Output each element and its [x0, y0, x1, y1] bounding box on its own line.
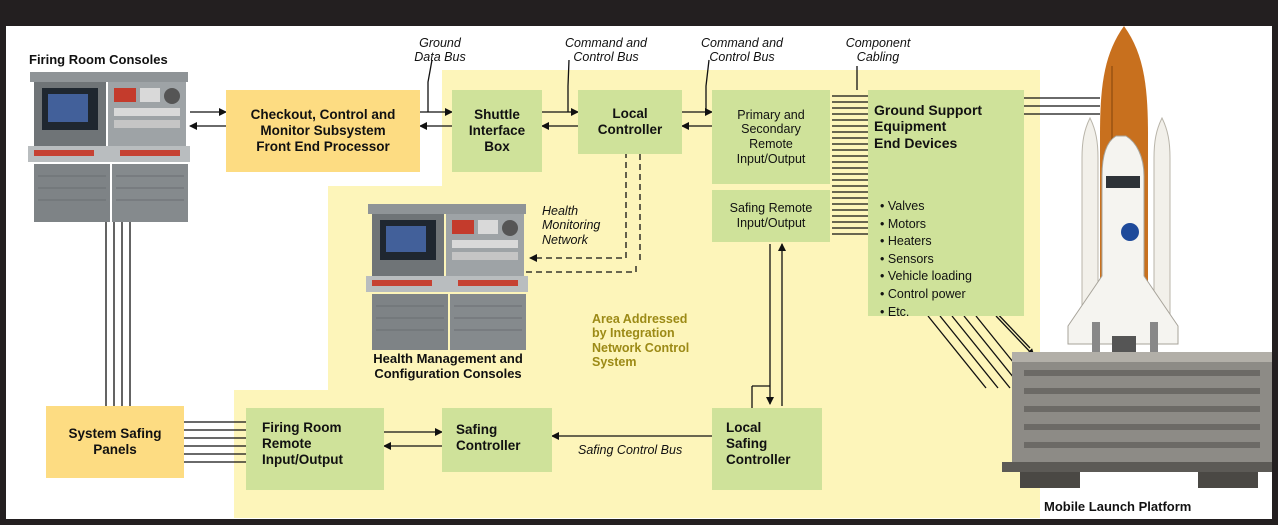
mobile-launch-platform-label: Mobile Launch Platform — [1044, 499, 1192, 514]
list-item: Heaters — [880, 233, 972, 251]
command-control-bus-label-2: Command and Control Bus — [701, 36, 783, 65]
integration-area-label: Area Addressed by Integration Network Co… — [592, 312, 690, 370]
firing-room-consoles-label: Firing Room Consoles — [29, 52, 168, 67]
command-control-bus-label-1: Command and Control Bus — [565, 36, 647, 65]
firing-room-console-image — [28, 72, 190, 222]
safing-controller-box: Safing Controller — [442, 408, 552, 472]
shuttle-interface-box: Shuttle Interface Box — [452, 90, 542, 172]
space-shuttle-launch-platform-image — [1002, 26, 1272, 488]
component-cabling-label: Component Cabling — [845, 36, 911, 65]
diagram-canvas: Firing Room Consoles — [6, 26, 1272, 519]
system-safing-panels-box: System Safing Panels — [46, 406, 184, 478]
list-item: Valves — [880, 198, 972, 216]
gse-device-list: Valves Motors Heaters Sensors Vehicle lo… — [880, 198, 972, 321]
connector-lines — [105, 59, 1100, 463]
list-item: Control power — [880, 286, 972, 304]
local-safing-controller-box: Local Safing Controller — [712, 408, 822, 490]
safing-control-bus-label: Safing Control Bus — [578, 443, 683, 457]
safing-rio-box: Safing Remote Input/Output — [712, 190, 830, 242]
list-item: Motors — [880, 216, 972, 234]
ccms-front-end-processor-box: Checkout, Control and Monitor Subsystem … — [226, 90, 420, 172]
primary-secondary-rio-box: Primary and Secondary Remote Input/Outpu… — [712, 90, 830, 184]
health-monitoring-network-label: Health Monitoring Network — [542, 204, 601, 247]
ground-data-bus-label: Ground Data Bus — [414, 36, 466, 65]
health-consoles-label: Health Management and Configuration Cons… — [373, 351, 523, 381]
list-item: Etc. — [880, 304, 972, 322]
health-management-console-image — [366, 204, 528, 350]
local-controller-box: Local Controller — [578, 90, 682, 154]
firing-room-rio-box: Firing Room Remote Input/Output — [246, 408, 384, 490]
list-item: Sensors — [880, 251, 972, 269]
list-item: Vehicle loading — [880, 268, 972, 286]
